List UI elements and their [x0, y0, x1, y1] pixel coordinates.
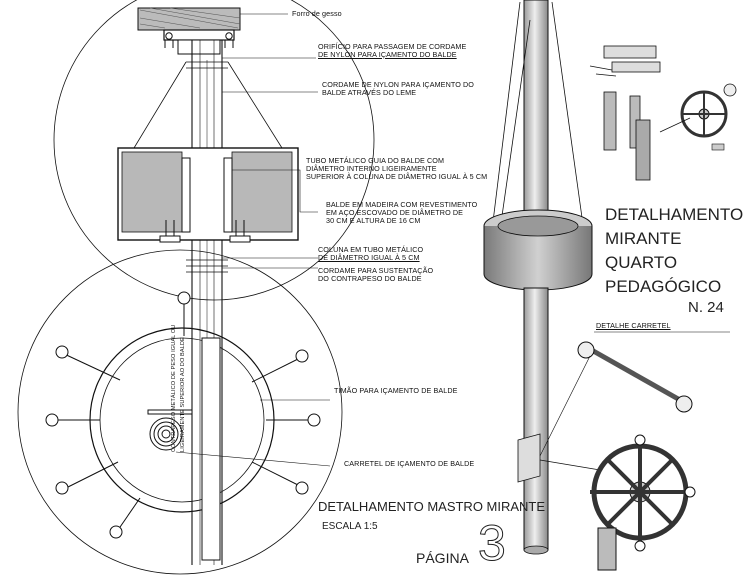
label-coluna-line2: DE DIÂMETRO IGUAL À 5 cm	[318, 253, 420, 262]
label-forro-text: Forro de gesso	[292, 9, 342, 18]
label-cordame-line2: BALDE ATRAVÉS DO LEME	[322, 88, 417, 97]
label-balde-line1: BALDE EM MADEIRA COM REVESTIMENTO	[326, 200, 478, 209]
label-contrapeso-line2: LIGEIRAMENTE SUPERIOR AO DO BALDE	[180, 337, 186, 452]
label-balde: BALDE EM MADEIRA COM REVESTIMENTO EM AÇO…	[326, 201, 477, 225]
ceiling-slab	[137, 7, 241, 31]
detail-circle-bottom	[17, 249, 343, 575]
title-line4: PEDAGÓGICO	[605, 277, 722, 296]
label-tubo-line1: TUBO METÁLICO GUIA DO BALDE COM	[306, 156, 445, 165]
label-tubo: TUBO METÁLICO GUIA DO BALDE COM DIÂMETRO…	[306, 157, 487, 181]
label-detalhe-carretel-text: DETALHE CARRETEL	[596, 321, 671, 330]
caption-page-number: 3	[478, 515, 507, 571]
label-orificio-line2: DE NYLON PARA IÇAMENTO DO BALDE	[318, 50, 457, 59]
bucket-section	[117, 147, 299, 243]
label-tubo-line2: DIÂMETRO INTERNO LIGEIRAMENTE	[306, 164, 437, 173]
label-timao-text: TIMÃO PARA IÇAMENTO DE BALDE	[334, 386, 458, 395]
label-forro: Forro de gesso	[292, 10, 342, 18]
label-tubo-line3: SUPERIOR À COLUNA DE DIÂMETRO IGUAL À 5 …	[306, 172, 488, 181]
label-carretel: CARRETEL DE IÇAMENTO DE BALDE	[344, 460, 474, 468]
label-timao: TIMÃO PARA IÇAMENTO DE BALDE	[334, 387, 458, 395]
title-line3: QUARTO	[605, 253, 678, 272]
label-cordame-line1: CORDAME DE NYLON PARA IÇAMENTO DO	[322, 80, 474, 89]
caption-page-label: PÁGINA	[416, 550, 469, 566]
title-line1: DETALHAMENTO	[605, 205, 744, 224]
label-contrapeso: CONTRAPESO METÁLICO DE PESO IGUAL OU LIG…	[170, 325, 188, 452]
reel-spiral	[147, 409, 193, 451]
ship-wheel	[45, 291, 321, 539]
mast-perspective	[483, 0, 601, 555]
title-number: N. 24	[688, 299, 724, 316]
label-detalhe-carretel: DETALHE CARRETEL	[596, 322, 671, 330]
label-sustentacao-line2: DO CONTRAPESO DO BALDE	[318, 274, 422, 283]
label-balde-line3: 30 cm E ALTURA DE 16 cm	[326, 216, 421, 225]
label-orificio-line1: ORIFÍCIO PARA PASSAGEM DE CORDAME	[318, 42, 467, 51]
exploded-parts	[589, 45, 737, 181]
carretel-detail	[539, 331, 730, 457]
label-sustentacao: CORDAME PARA SUSTENTAÇÃO DO CONTRAPESO D…	[318, 267, 433, 283]
title-line2: MIRANTE	[605, 229, 682, 248]
label-sustentacao-line1: CORDAME PARA SUSTENTAÇÃO	[318, 266, 434, 275]
label-contrapeso-line1: CONTRAPESO METÁLICO DE PESO IGUAL OU	[171, 324, 177, 452]
label-coluna-line1: COLUNA EM TUBO METÁLICO	[318, 245, 424, 254]
mast-elevation	[17, 0, 375, 575]
label-cordame: CORDAME DE NYLON PARA IÇAMENTO DO BALDE …	[322, 81, 474, 97]
label-balde-line2: EM AÇO ESCOVADO DE DIÂMETRO DE	[326, 208, 464, 217]
caption-scale: ESCALA 1:5	[322, 521, 378, 532]
leader-lines	[175, 13, 331, 467]
caption-title: DETALHAMENTO MASTRO MIRANTE	[318, 499, 546, 514]
label-carretel-text: CARRETEL DE IÇAMENTO DE BALDE	[344, 459, 475, 468]
ship-wheel-3d	[590, 434, 696, 571]
label-orificio: ORIFÍCIO PARA PASSAGEM DE CORDAME DE NYL…	[318, 43, 466, 59]
label-coluna: COLUNA EM TUBO METÁLICO DE DIÂMETRO IGUA…	[318, 246, 423, 262]
